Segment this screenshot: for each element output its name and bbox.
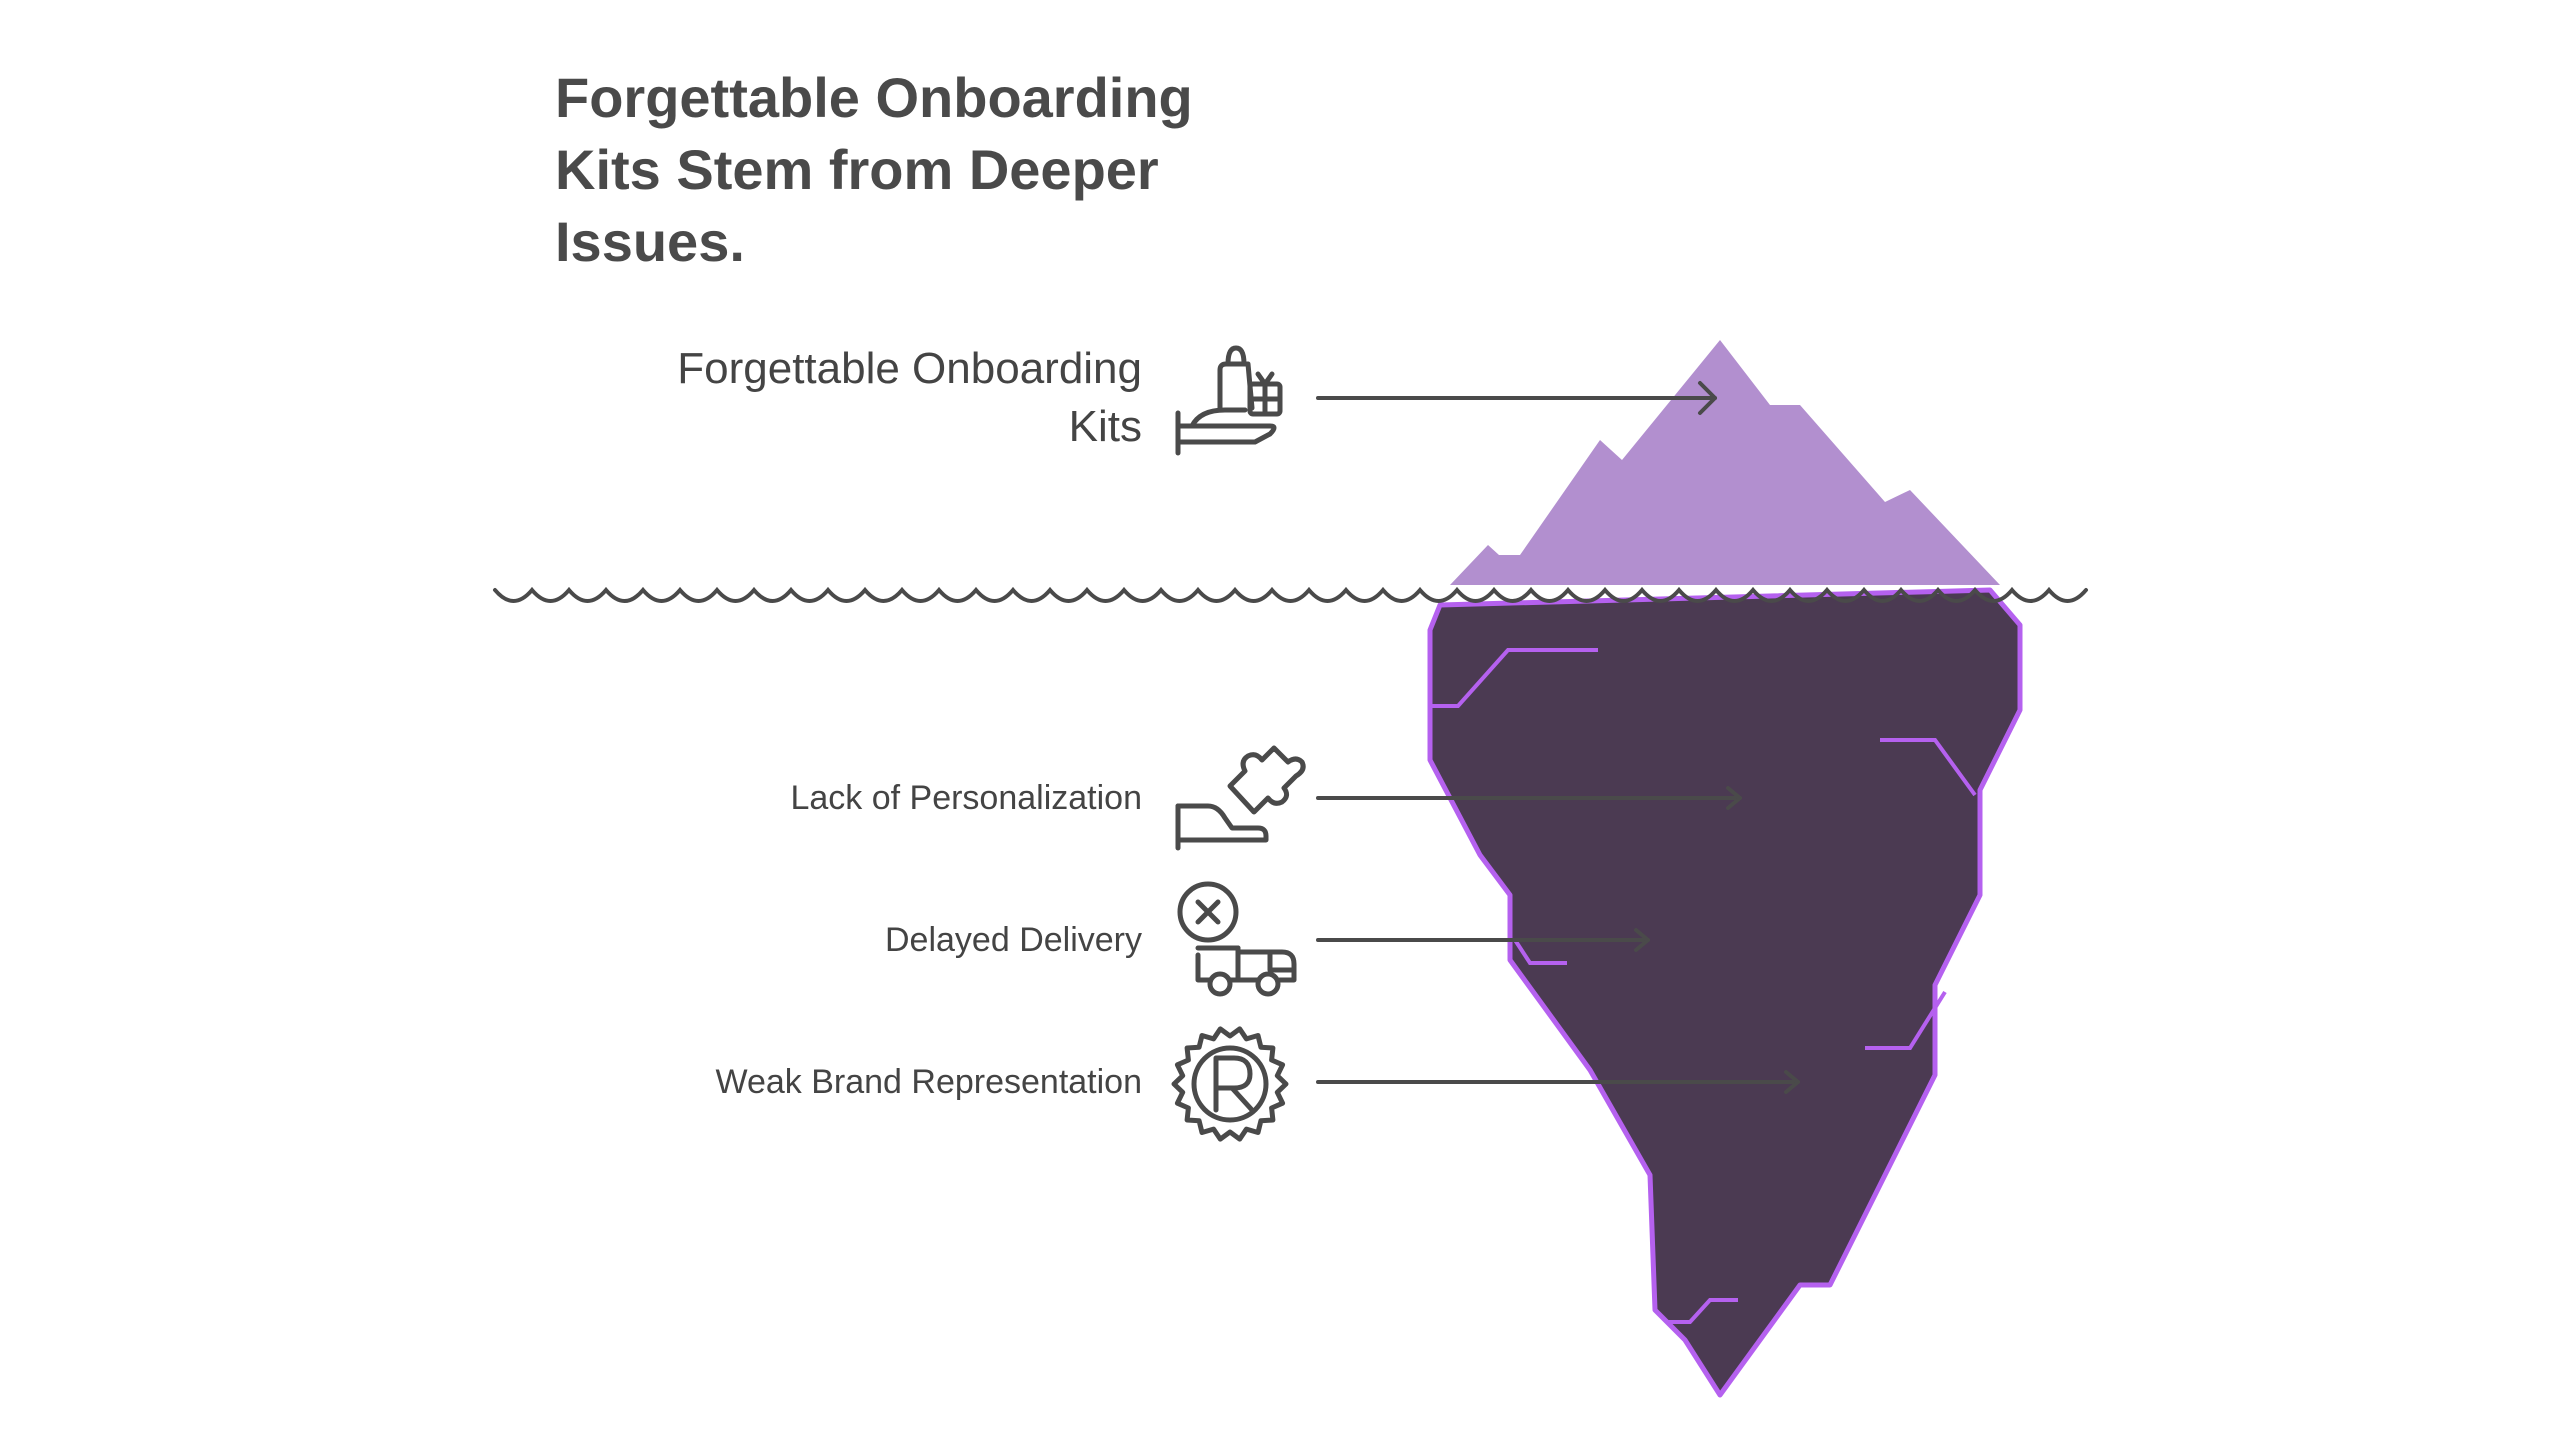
hand-holding-puzzle-piece-icon	[1175, 745, 1306, 851]
iceberg-tip	[1450, 340, 2000, 585]
iceberg-cracks	[1430, 648, 1977, 1324]
tip-label: Forgettable Onboarding Kits	[677, 340, 1142, 456]
arrow-cause-3-head	[1784, 1070, 1800, 1094]
cause-label-personalization: Lack of Personalization	[790, 779, 1142, 817]
waterline-waves	[493, 586, 2088, 603]
hand-holding-gift-bag-icon	[1175, 345, 1283, 456]
tip-label-line-2: Kits	[1068, 402, 1142, 451]
arrow-cause-1-head	[1726, 786, 1742, 810]
registered-trademark-gear-icon	[1171, 1026, 1289, 1142]
gear-outline	[1171, 1026, 1289, 1142]
iceberg-base	[1427, 587, 2023, 1398]
arrow-cause-2-head	[1634, 928, 1650, 952]
tip-label-line-1: Forgettable Onboarding	[677, 344, 1142, 393]
cause-label-delayed-delivery: Delayed Delivery	[885, 921, 1142, 959]
pointer-arrows	[1316, 381, 1800, 1094]
cause-label-brand-representation: Weak Brand Representation	[715, 1063, 1142, 1101]
diagram-title: Forgettable Onboarding Kits Stem from De…	[555, 66, 1193, 273]
arrow-tip-head	[1698, 381, 1717, 415]
delivery-truck-cancel-icon	[1177, 881, 1297, 997]
